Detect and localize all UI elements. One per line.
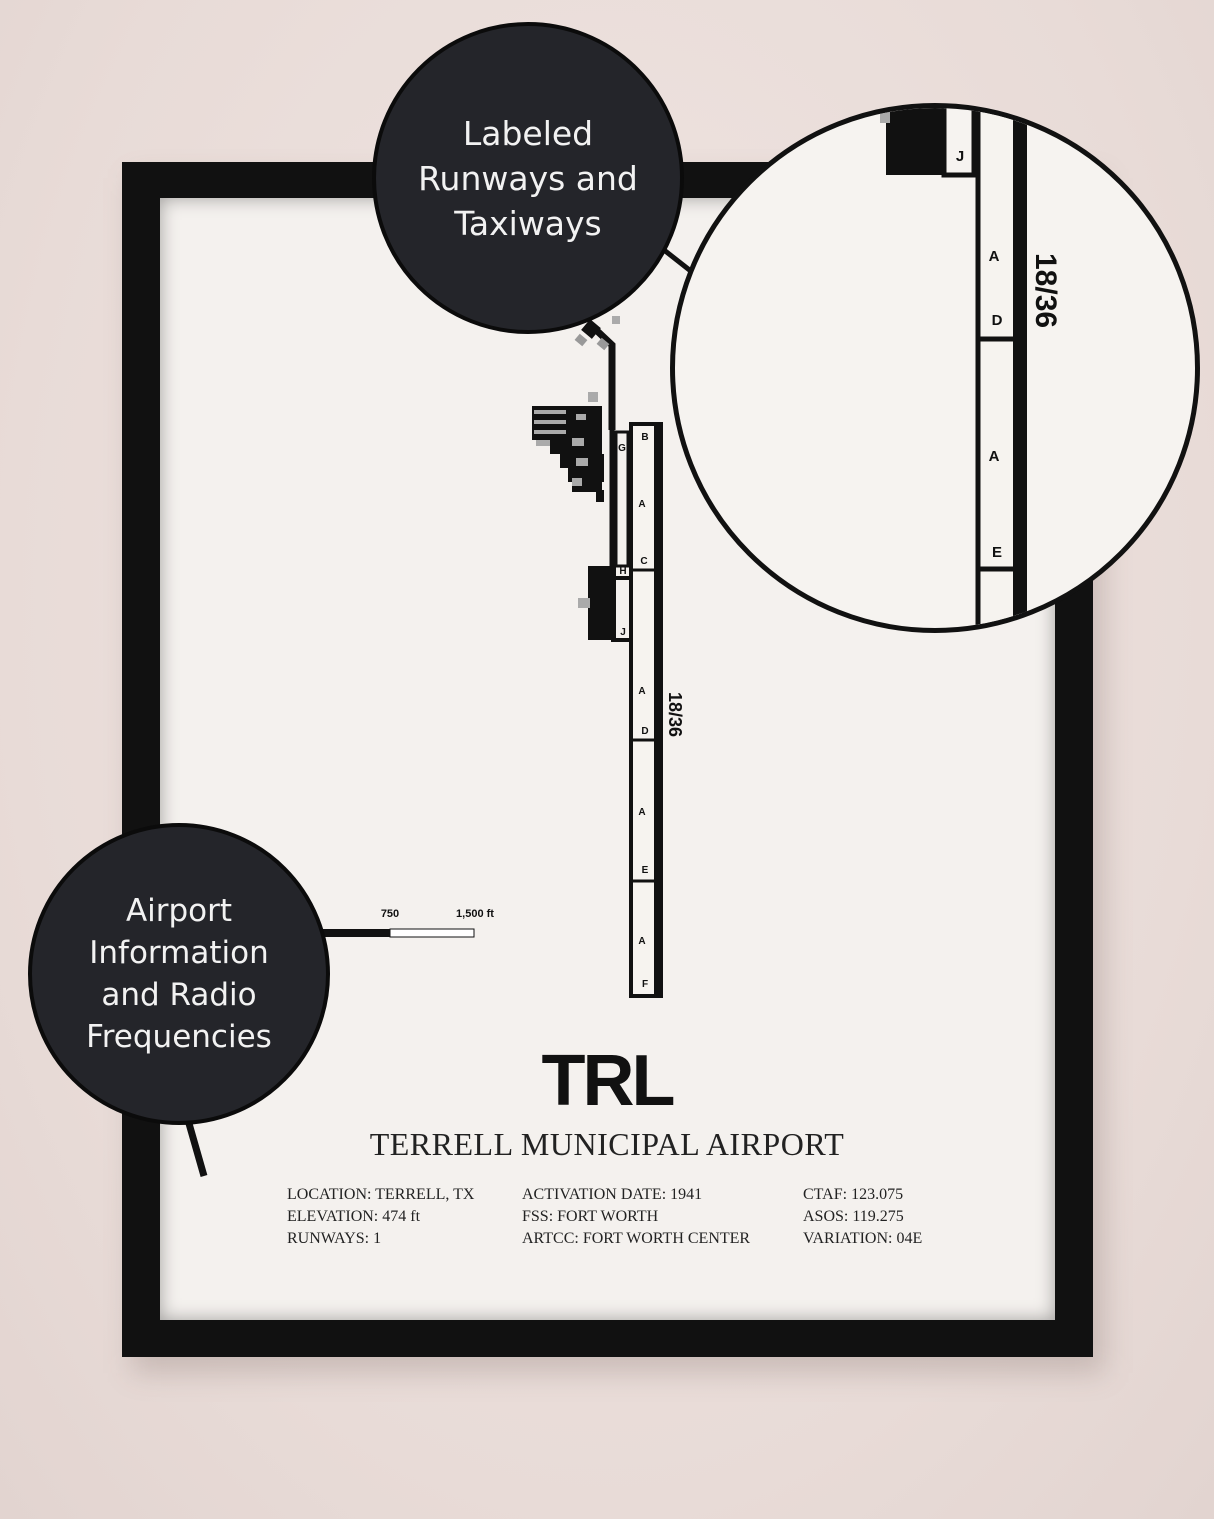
info-column-location: LOCATION: TERRELL, TX ELEVATION: 474 ft …	[287, 1184, 474, 1250]
callout-runways-taxiways: Labeled Runways and Taxiways	[372, 22, 684, 334]
info-runways: RUNWAYS: 1	[287, 1230, 382, 1247]
callout-info-text: Airport Information and Radio Frequencie…	[86, 893, 272, 1055]
scale-label-mid: 750	[381, 908, 399, 920]
callout-connector-top	[662, 248, 694, 274]
zoom-taxiway-label: J	[956, 148, 964, 165]
airport-name: TERRELL MUNICIPAL AIRPORT	[369, 1126, 845, 1162]
runway-18-36	[629, 422, 663, 998]
runway-label: 18/36	[665, 692, 685, 737]
zoom-taxiway-label: E	[992, 544, 1002, 561]
info-variation: VARIATION: 04E	[803, 1230, 923, 1247]
info-activation-date: ACTIVATION DATE: 1941	[522, 1186, 703, 1203]
taxiway-label: A	[638, 936, 645, 947]
info-column-radio: CTAF: 123.075 ASOS: 119.275 VARIATION: 0…	[803, 1184, 922, 1250]
taxiway-label: G	[618, 443, 626, 454]
zoom-runway-label: 18/36	[1029, 253, 1062, 328]
taxiway-label: E	[642, 865, 649, 876]
info-elevation: ELEVATION: 474 ft	[287, 1208, 421, 1225]
taxiway-label: H	[619, 566, 626, 577]
zoom-diagram: J A D A E 18/36	[880, 108, 1062, 628]
hangar-complex	[532, 392, 604, 502]
taxiway-label: A	[638, 686, 645, 697]
callout-airport-info: Airport Information and Radio Frequencie…	[28, 823, 330, 1125]
info-fss: FSS: FORT WORTH	[522, 1208, 659, 1225]
callout-runways-text: Labeled Runways and Taxiways	[418, 113, 638, 243]
taxiway-label: C	[640, 556, 647, 567]
taxiway-label: A	[638, 499, 645, 510]
zoom-taxiway-label: D	[992, 312, 1003, 329]
info-artcc: ARTCC: FORT WORTH CENTER	[522, 1230, 751, 1247]
callout-connector-left	[184, 1119, 208, 1177]
zoom-magnifier: J A D A E 18/36	[670, 103, 1200, 633]
taxiway-label: F	[642, 979, 648, 990]
taxiway-label: B	[641, 432, 648, 443]
taxiway-label: J	[620, 627, 626, 638]
info-asos: ASOS: 119.275	[803, 1208, 904, 1225]
zoom-taxiway-label: A	[989, 448, 1000, 465]
scale-bar: 750 1,500 ft	[304, 908, 494, 938]
taxiway-label: D	[641, 726, 648, 737]
taxiway-labels: B G A C H J A D A E A F	[618, 432, 649, 990]
info-column-admin: ACTIVATION DATE: 1941 FSS: FORT WORTH AR…	[522, 1184, 750, 1250]
north-access-taxiway	[574, 316, 620, 430]
scale-label-end: 1,500 ft	[456, 908, 494, 920]
zoom-taxiway-label: A	[989, 248, 1000, 265]
info-location: LOCATION: TERRELL, TX	[287, 1186, 475, 1203]
taxiway-label: A	[638, 807, 645, 818]
airport-code: TRL	[541, 1041, 676, 1121]
info-ctaf: CTAF: 123.075	[803, 1186, 904, 1203]
